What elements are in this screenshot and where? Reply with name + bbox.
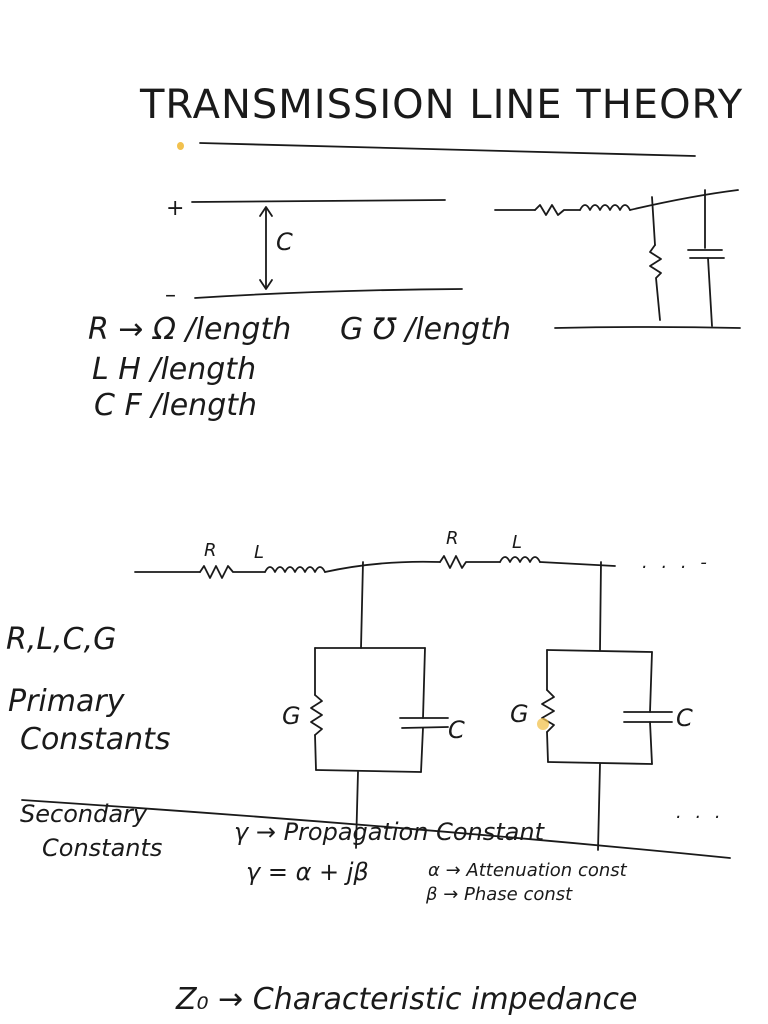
section1-g-resistor (310, 694, 323, 736)
ladder-top-wire-right (539, 561, 616, 567)
secondary-heading-line1: Secondary (20, 800, 148, 828)
ladder-c1-label: C (448, 716, 465, 744)
section1-right-bottom (420, 727, 424, 773)
ladder-l2-label: L (512, 532, 523, 553)
plus-sign: + (166, 196, 185, 221)
section2-lower-drop (597, 763, 601, 851)
l-unit: L H /length (92, 352, 257, 387)
section2-g-resistor (541, 689, 555, 733)
lumped-inductor (579, 204, 631, 211)
gamma-equation: γ = α + jβ (246, 858, 369, 886)
ladder-inductor-2 (499, 556, 541, 563)
capacitance-arrow-head-top (259, 206, 273, 217)
section2-left-bottom (546, 731, 549, 763)
primary-heading-line2: Constants (20, 722, 171, 757)
line-conductor-top (191, 199, 446, 203)
ladder-top-wire-mid (324, 560, 441, 573)
ladder-g1-label: G (282, 702, 301, 730)
gamma-definition: γ → Propagation Constant (234, 818, 544, 846)
minus-sign: – (165, 283, 176, 308)
ladder-l1-label: L (254, 542, 265, 563)
line-conductor-bottom (194, 288, 463, 299)
lumped-resistor (534, 204, 581, 216)
section2-box-top (546, 649, 653, 653)
ladder-continuation-bottom: . . . (676, 802, 725, 823)
characteristic-impedance-definition: Z₀ → Characteristic impedance (176, 982, 638, 1017)
title-underline (199, 142, 696, 157)
section1-right-top (422, 647, 426, 719)
section2-box-bottom (547, 761, 653, 765)
section2-right-top (649, 651, 653, 713)
alpha-definition: α → Attenuation const (428, 860, 627, 881)
primary-heading-line1: Primary (8, 684, 125, 719)
c-unit: C F /length (94, 388, 258, 423)
highlight-mark-title (177, 142, 184, 150)
ladder-c2-label: C (676, 704, 693, 732)
section1-left-bottom (314, 734, 317, 771)
ladder-bottom-wire (21, 799, 731, 859)
section2-right-bottom (649, 721, 653, 765)
ladder-continuation-top: . . . - (642, 552, 711, 573)
primary-constants-list: R,L,C,G (6, 622, 117, 657)
capacitance-arrow-head-bottom (259, 279, 273, 290)
lumped-shunt-resistor (649, 244, 662, 321)
r-unit: R → Ω /length (88, 312, 292, 347)
ladder-resistor-2 (439, 555, 501, 569)
section1-box-bottom (315, 769, 422, 773)
page-title: TRANSMISSION LINE THEORY (140, 82, 744, 128)
highlight-mark-g2 (537, 718, 549, 730)
ladder-r2-label: R (446, 528, 459, 549)
secondary-heading-line2: Constants (42, 834, 163, 862)
capacitance-label: C (276, 228, 293, 256)
ladder-r1-label: R (204, 540, 217, 561)
beta-definition: β → Phase const (426, 884, 573, 905)
lumped-shunt-right-lower (707, 257, 713, 327)
section2-drop (599, 561, 602, 651)
lumped-shunt-left (651, 196, 656, 246)
ladder-resistor-1 (199, 565, 266, 579)
ladder-inductor-1 (264, 566, 326, 573)
g-unit: G ℧ /length (340, 312, 511, 347)
ladder-g2-label: G (510, 700, 529, 728)
lumped-top-wire-right (629, 189, 739, 211)
section1-drop (360, 561, 364, 649)
section1-cap-plate-2 (401, 726, 449, 729)
section1-lower-drop (355, 771, 359, 849)
lumped-bottom-wire (554, 326, 741, 329)
